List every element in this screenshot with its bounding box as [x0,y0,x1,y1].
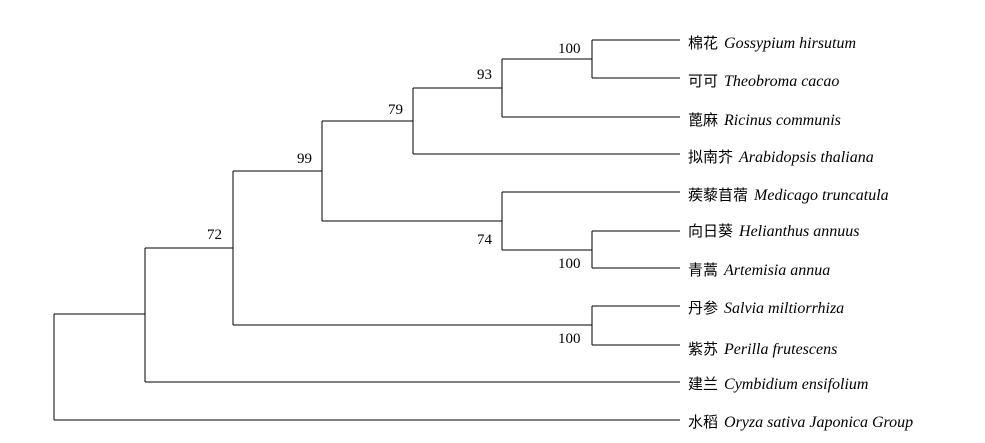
support-value-eudicots-core: 99 [297,151,312,167]
clade-malvids-ricinus [501,58,680,118]
support-value-rosids: 79 [388,102,403,118]
clade-salvia-perilla [591,305,680,346]
support-value-helianthus-artemisia: 100 [558,256,581,272]
clade-dicots [232,170,592,326]
clade-gossypium-theobroma [591,39,680,79]
support-value-medicago-asterids: 74 [477,232,493,248]
support-value-gossypium-theobroma: 100 [558,41,581,57]
clade-dicots-cymbidium [144,247,680,383]
clade-rosids [412,87,680,155]
clade-medicago-asterids [501,191,680,251]
support-value-salvia-perilla: 100 [558,331,581,347]
clade-core-eudicots [321,120,502,222]
clade-root [53,313,680,421]
support-value-malvids-ricinus: 93 [477,67,492,83]
support-value-dicots: 72 [207,227,222,243]
clade-helianthus-artemisia [591,230,680,269]
